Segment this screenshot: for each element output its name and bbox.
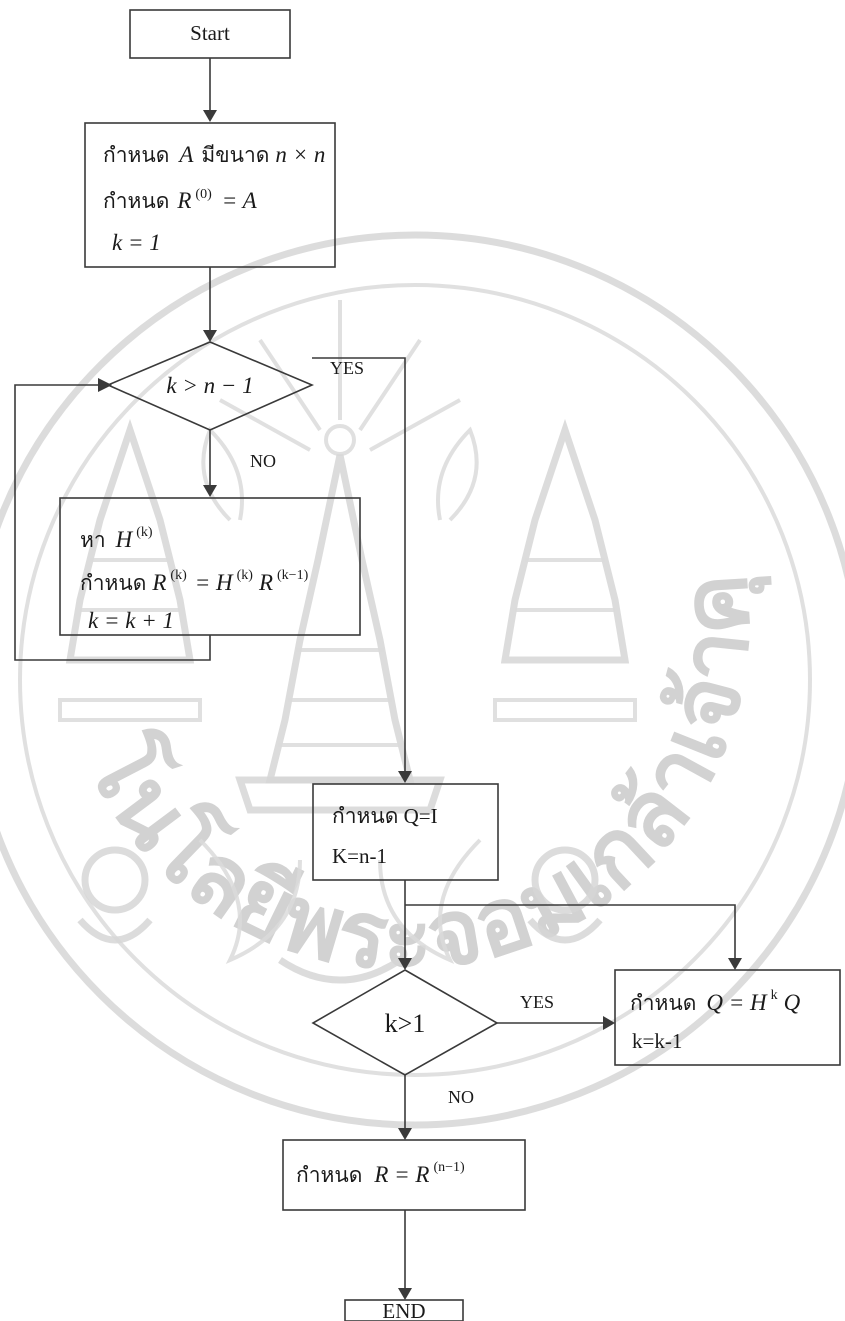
- decision-2-no-label: NO: [448, 1087, 474, 1107]
- decision-1-label: k > n − 1: [166, 373, 253, 398]
- init-process-box: กำหนด A มีขนาด n × n กำหนด R (0) = A k =…: [85, 123, 335, 267]
- decision-2-label: k>1: [385, 1009, 426, 1038]
- init-line2: กำหนด R (0) = A: [103, 185, 258, 213]
- decision-2: k>1: [313, 970, 497, 1075]
- decision-1-yes-label: YES: [330, 358, 364, 378]
- start-label: Start: [190, 21, 230, 45]
- set-q-line2: K=n-1: [332, 844, 387, 868]
- set-q-line1: กำหนด Q=I: [332, 804, 438, 828]
- init-line1: กำหนด A มีขนาด n × n: [103, 142, 325, 167]
- update-q-box: กำหนด Q = H k Q k=k-1: [615, 970, 840, 1065]
- loop-line3: k = k + 1: [88, 608, 174, 633]
- init-line3: k = 1: [112, 230, 161, 255]
- end-node: END: [345, 1299, 463, 1321]
- loop-process-box: หา H (k) กำหนด R (k) = H (k) R (k−1) k =…: [60, 498, 360, 635]
- decision-1-no-label: NO: [250, 451, 276, 471]
- start-node: Start: [130, 10, 290, 58]
- set-q-box: กำหนด Q=I K=n-1: [313, 784, 498, 880]
- decision-2-yes-label: YES: [520, 992, 554, 1012]
- final-process-box: กำหนด R = R (n−1): [283, 1140, 525, 1210]
- update-q-line2: k=k-1: [632, 1029, 682, 1053]
- end-label: END: [382, 1299, 425, 1321]
- decision-1: k > n − 1: [108, 342, 312, 430]
